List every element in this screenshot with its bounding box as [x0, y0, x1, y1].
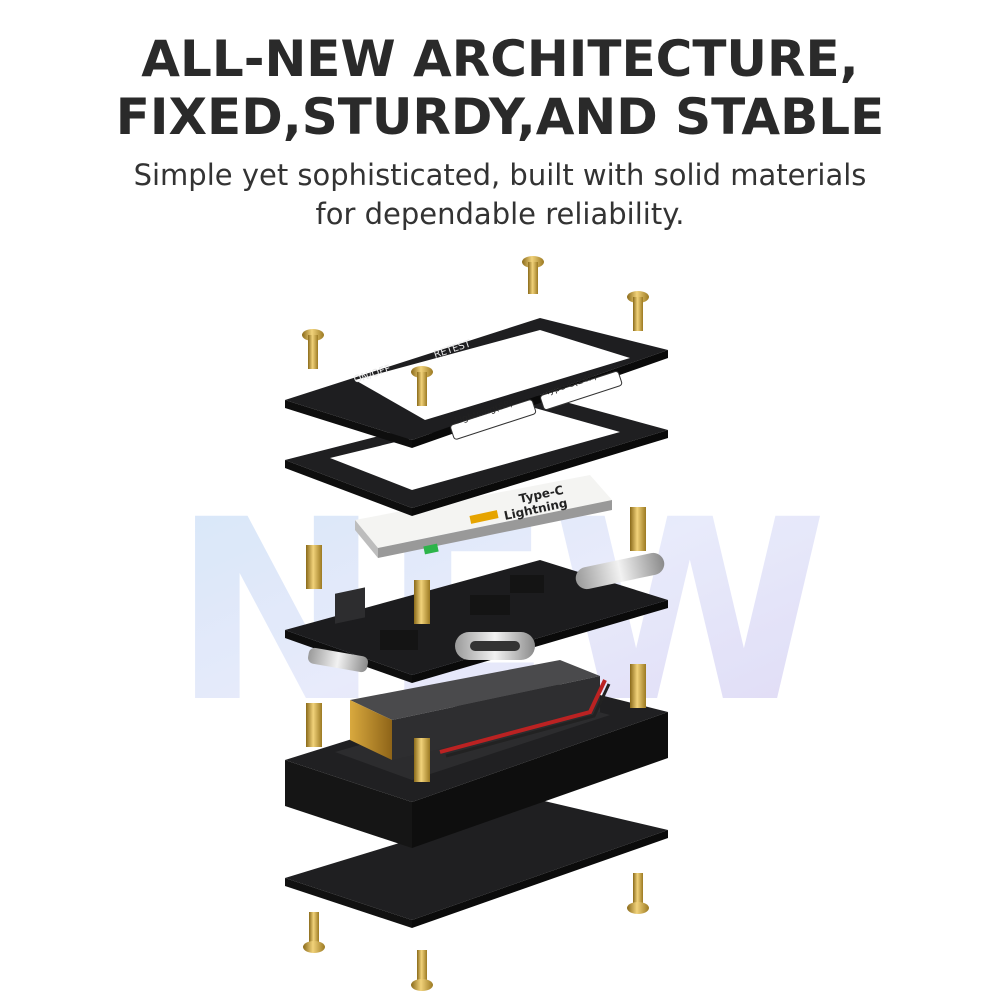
top-panel: ON/OFF RETEST Lightning(8P) Type-C(24P): [285, 318, 668, 448]
lightning-connector-icon: [308, 647, 368, 673]
main-pcb: [285, 552, 668, 683]
screw-icon: [302, 329, 324, 369]
display-module: Type-C Lightning: [355, 475, 612, 558]
screw-icon: [411, 366, 433, 406]
screw-icon: [303, 912, 325, 953]
standoff-icon: [414, 738, 430, 782]
screws: [302, 256, 649, 991]
subheadline-line-1: Simple yet sophisticated, built with sol…: [133, 158, 867, 192]
headline-line-1: ALL-NEW ARCHITECTURE,: [141, 30, 859, 88]
screw-icon: [522, 256, 544, 294]
gasket-frame: [285, 395, 668, 516]
screw-icon: [411, 950, 433, 991]
bottom-plate: [285, 800, 668, 928]
standoff-icon: [630, 664, 646, 708]
screw-icon: [627, 291, 649, 331]
headline-line-2: FIXED,STURDY,AND STABLE: [115, 88, 885, 146]
standoff-icon: [306, 703, 322, 747]
usb-c-port-icon: [575, 552, 665, 590]
standoff-icon: [414, 580, 430, 624]
battery: [350, 660, 611, 760]
screw-icon: [627, 873, 649, 914]
standoff-icon: [630, 507, 646, 551]
standoff-icon: [306, 545, 322, 589]
subheadline-line-2: for dependable reliability.: [315, 197, 685, 231]
